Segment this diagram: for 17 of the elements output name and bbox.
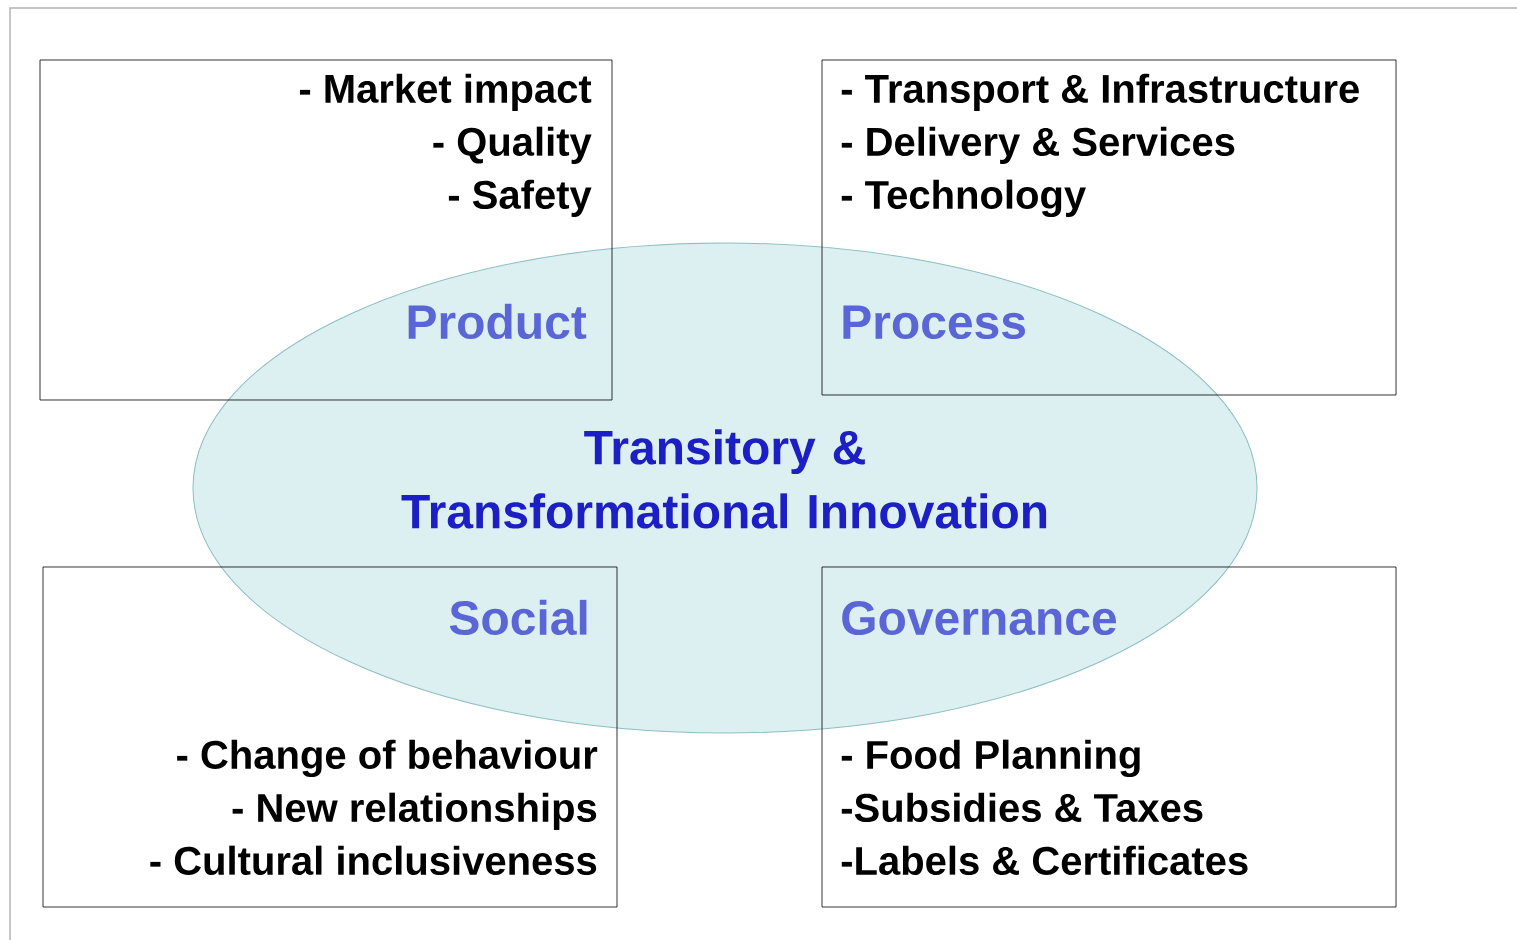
center-title: Transitory & Transformational Innovation	[401, 429, 1047, 529]
list-item: - Safety	[448, 179, 592, 217]
list-item: - Cultural inclusiveness	[150, 845, 597, 876]
list-item: - Quality	[433, 126, 592, 164]
list-item: - Change of behaviour	[177, 739, 598, 778]
list-item: - Delivery & Services	[841, 126, 1235, 164]
category-heading: Product	[408, 303, 587, 340]
list-item: - Technology	[841, 179, 1086, 218]
list-item: -Subsidies & Taxes	[841, 792, 1203, 823]
list-item: - Market impact	[299, 73, 592, 111]
list-item: - Food Planning	[841, 739, 1140, 778]
category-heading: Social	[449, 599, 587, 636]
list-item: - New relationships	[232, 792, 597, 830]
category-heading: Process	[843, 305, 1025, 340]
list-item: - Transport & Infrastructure	[841, 73, 1359, 111]
list-item: -Labels & Certificates	[841, 845, 1248, 876]
category-heading: Governance	[842, 601, 1117, 636]
